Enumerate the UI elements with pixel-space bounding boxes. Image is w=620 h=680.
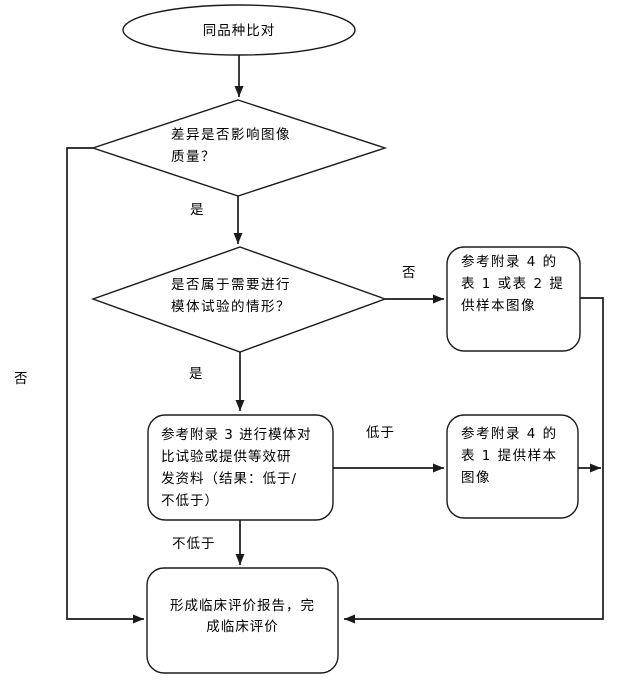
- box-appendix4-table1: [446, 414, 579, 519]
- edge-label-yes-1: 是: [190, 202, 205, 218]
- box1-label: 参考附录 4 的 表 1 或表 2 提 供样本图像: [461, 254, 565, 314]
- edge-label-not-lower: 不低于: [172, 536, 216, 552]
- edge-decision1-no-left-to-final: [66, 147, 144, 624]
- edge-label-no-right: 否: [402, 265, 417, 281]
- box-final-report: [146, 567, 339, 674]
- edge-label-no-left: 否: [14, 371, 29, 387]
- box-phantom-comparison: [147, 414, 334, 521]
- decision2-label: 是否属于需要进行 模体试验的情形？: [171, 277, 291, 315]
- phantom-box-label: 参考附录 3 进行模体对 比试验或提供等效研 发资料（结果：低于/ 不低于）: [161, 427, 312, 509]
- decision-phantom-test-diamond: [90, 246, 388, 353]
- edge-box1-right-down-to-final: [344, 297, 604, 624]
- final-box-label: 形成临床评价报告，完 成临床评价: [170, 598, 315, 635]
- edge-label-lower: 低于: [366, 425, 395, 441]
- start-label: 同品种比对: [202, 23, 276, 39]
- start-ellipse: [122, 4, 356, 56]
- box2-label: 参考附录 4 的 表 1 提供样本 图像: [461, 426, 558, 486]
- decision1-label: 差异是否影响图像 质量？: [171, 127, 291, 165]
- decision-image-quality-diamond: [90, 99, 388, 197]
- edge-label-yes-2: 是: [189, 366, 204, 382]
- box-appendix4-table1or2: [446, 246, 581, 352]
